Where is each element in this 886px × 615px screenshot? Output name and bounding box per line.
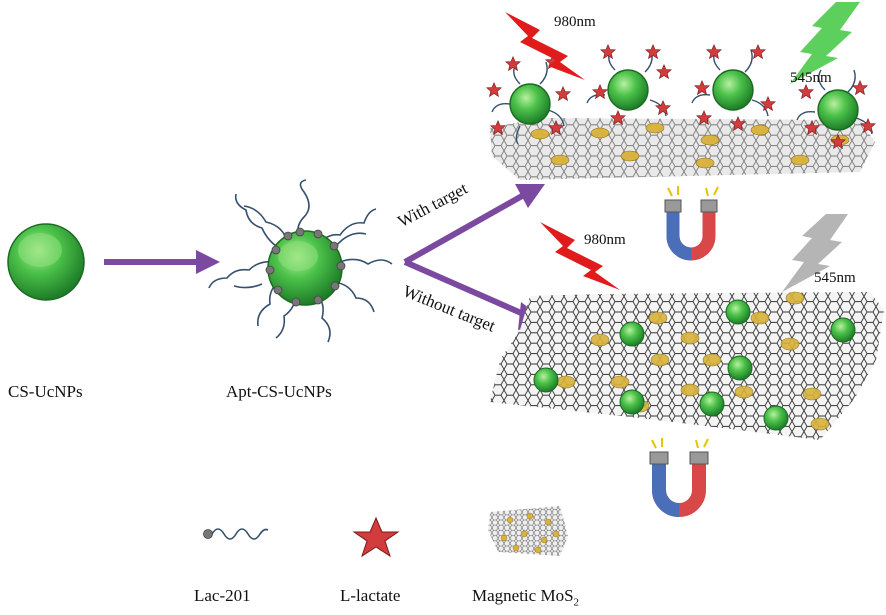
emission-545-bottom-icon (782, 214, 848, 292)
laser-980-top-icon (505, 12, 585, 80)
star-icon (352, 516, 400, 558)
bare-nanoparticle-icon (7, 223, 85, 301)
aptamer-nanoparticle-icon (208, 179, 393, 343)
excitation-top-label: 980nm (554, 14, 596, 30)
mos2-sheet-icon (488, 506, 568, 556)
with-target-arrow-icon (403, 184, 545, 265)
complex-4 (796, 69, 876, 149)
apt-cs-ucnps-label: Apt-CS-UcNPs (226, 382, 332, 401)
cs-ucnps-label: CS-UcNPs (8, 382, 83, 401)
complex-1 (486, 54, 571, 145)
complex-2 (586, 44, 672, 125)
magnet-top-icon (664, 186, 719, 261)
bottom-mos2-sheet-icon (490, 291, 884, 440)
legend-mos2-subscript: 2 (573, 596, 580, 609)
emission-top-label: 545nm (790, 70, 832, 86)
complex-3 (691, 44, 776, 131)
aptamer-strand-icon (203, 528, 269, 540)
excitation-bottom-label: 980nm (584, 232, 626, 248)
legend-mos2-text: Magnetic MoS (472, 586, 574, 605)
emission-545-top-icon (790, 2, 860, 84)
legend-lac201-label: Lac-201 (194, 586, 251, 605)
transform-arrow-icon (104, 250, 220, 274)
legend-llactate-label: L-lactate (340, 586, 401, 605)
top-mos2-sheet-icon (490, 118, 875, 180)
legend-mos2-label: Magnetic MoS2 (472, 586, 579, 608)
emission-bottom-label: 545nm (814, 270, 856, 286)
magnet-bottom-icon (649, 438, 709, 517)
laser-980-bottom-icon (540, 222, 620, 290)
lactate-bound-particles (486, 44, 876, 149)
